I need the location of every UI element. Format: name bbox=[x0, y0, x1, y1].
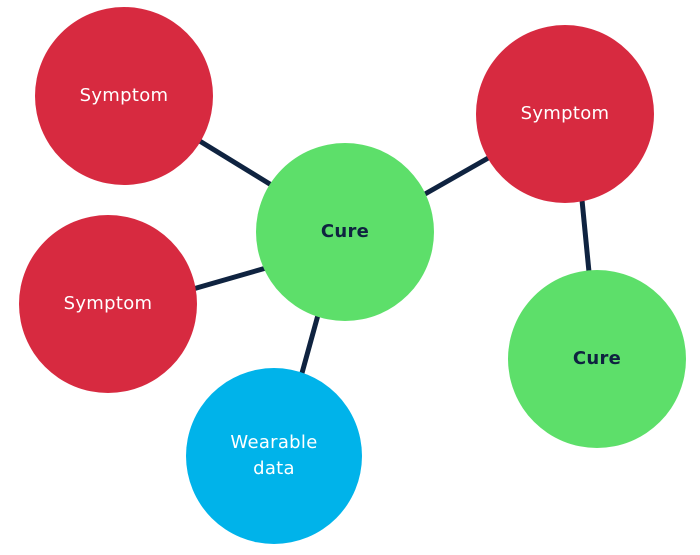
edge-cure-center-to-symptom-mid-left bbox=[192, 265, 267, 292]
edge-cure-center-to-symptom-right bbox=[423, 154, 492, 197]
edge-symptom-right-to-cure-right bbox=[579, 199, 592, 273]
node-label: Symptom bbox=[63, 293, 153, 314]
wearable-data-node: Wearable data bbox=[186, 368, 362, 544]
node-label: Symptom bbox=[520, 103, 610, 124]
node-label: Cure bbox=[572, 348, 622, 369]
cure-node-center: Cure bbox=[256, 143, 434, 321]
node-label: Symptom bbox=[79, 85, 169, 106]
symptom-node-right: Symptom bbox=[476, 25, 654, 203]
symptom-node-top-left: Symptom bbox=[35, 7, 213, 185]
symptom-node-mid-left: Symptom bbox=[19, 215, 197, 393]
edge-cure-center-to-symptom-top-left bbox=[196, 137, 275, 189]
node-label: Cure bbox=[320, 221, 370, 242]
cure-node-right: Cure bbox=[508, 270, 686, 448]
edge-cure-center-to-wearable-data bbox=[299, 314, 321, 374]
node-label: Wearable data bbox=[230, 432, 318, 479]
